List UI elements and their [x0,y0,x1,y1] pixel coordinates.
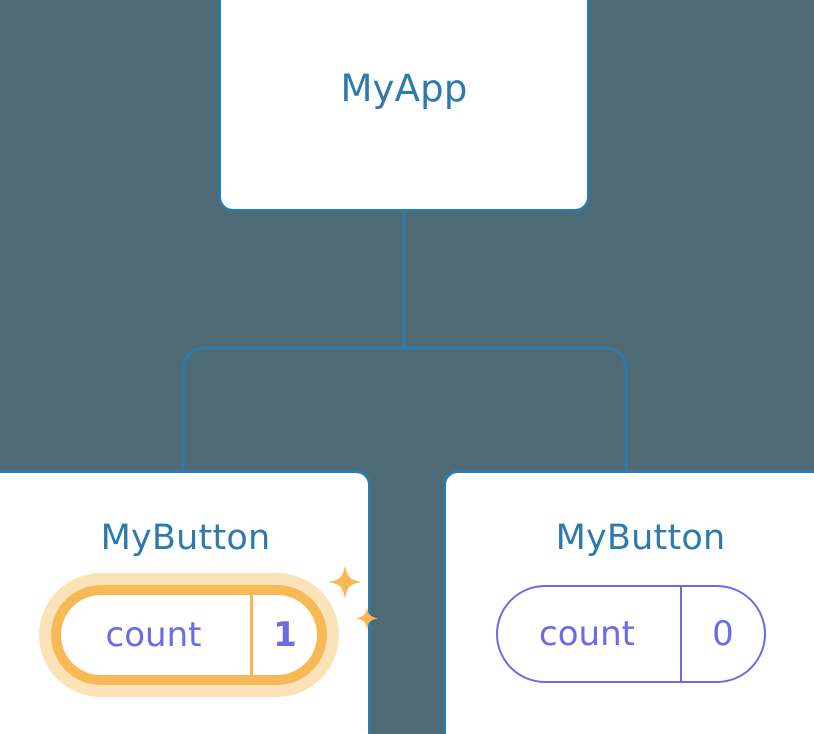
mybutton-node-right-title: MyButton [555,518,726,558]
myapp-node-title: MyApp [340,67,468,110]
myapp-node-card[interactable]: MyApp [218,0,590,212]
prop-key-label: count [539,614,635,654]
sparkle-small-icon [355,607,379,630]
prop-chip-right[interactable]: count 0 [496,585,766,683]
mybutton-node-left-title: MyButton [100,518,271,558]
mybutton-node-right-card[interactable]: MyButton count 0 [443,470,814,734]
prop-value-label: 0 [680,587,764,681]
edge-branch-bar [181,346,628,470]
prop-chip-left[interactable]: count 1 [39,573,339,697]
prop-key-label: count [105,615,202,655]
mybutton-node-left-card[interactable]: MyButton count 1 [0,470,379,734]
prop-value-label: 1 [250,595,317,675]
prop-chip-body[interactable]: count 0 [496,585,766,683]
prop-chip-body[interactable]: count 1 [61,595,317,675]
